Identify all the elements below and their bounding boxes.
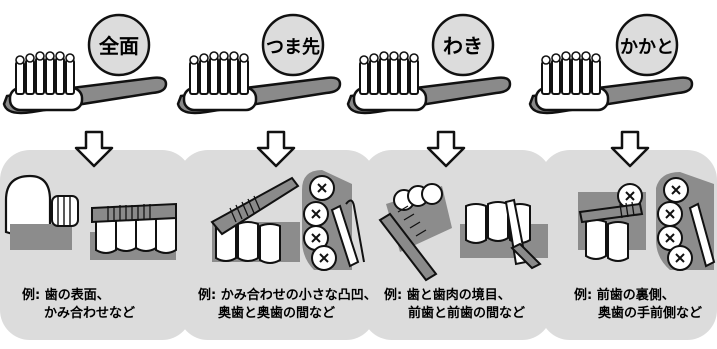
panel-zenmen: 全面 例: 歯の表面、 かみ合わせなど [2,13,177,321]
example-line-1: 例: 前歯の裏側、 [574,287,675,303]
example-line-2: 奥歯と奥歯の間など [218,305,335,321]
example-line-1: 例: かみ合わせの小さな凸凹、 [198,287,377,303]
molar-icon [309,175,335,201]
badge-label-1: 全面 [98,34,139,58]
example-line-2: 奥歯の手前側など [598,305,702,321]
panel-tsumasaki: つま先 例: かみ合わせの小さな凸凹、 奥歯と奥歯の間など [176,13,377,321]
panel-kakato: かかと 例: 前歯の裏側、 奥歯の手前側など [528,13,716,321]
example-line-2: 前歯と前歯の間など [408,305,525,321]
example-line-1: 例: 歯と歯肉の境目、 [384,287,511,303]
badge-circle-1 [87,13,151,77]
badge-label-4: かかと [620,37,674,58]
badge-label-2: つま先 [266,36,320,58]
panel-waki: わき 例: 歯と歯肉の境目、 前歯と前歯の間など [346,13,548,321]
badge-label-3: わき [443,34,483,58]
example-line-1: 例: 歯の表面、 [22,287,110,303]
example-line-2: かみ合わせなど [44,305,135,321]
